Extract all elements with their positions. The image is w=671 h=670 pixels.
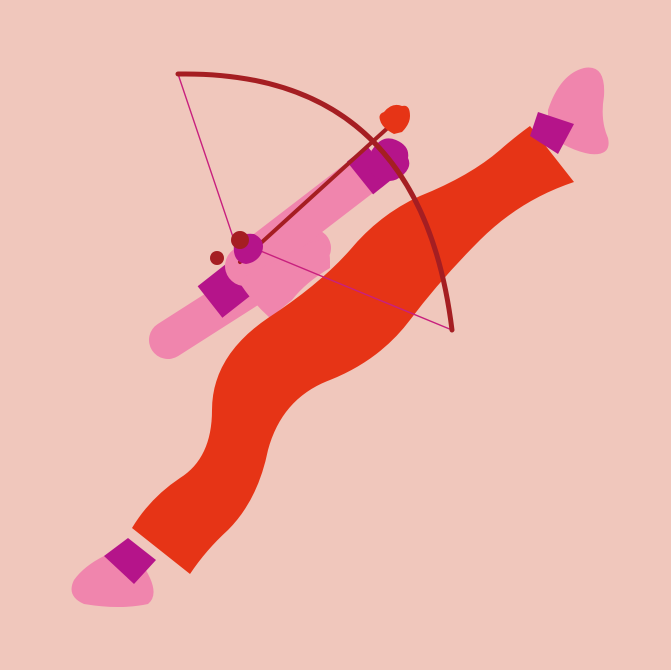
top-leg-end [530,67,609,155]
bow [175,71,455,333]
arrow [238,104,410,264]
arrow-shaft [238,122,394,264]
bottom-cuff [104,538,156,584]
hair-bun [231,231,249,249]
bottom-leg-end [71,538,156,607]
back-arm-cuff [197,264,251,318]
torso-connector [238,240,330,318]
wavy-body [132,126,574,574]
top-cuff [530,112,574,154]
arrow-heart-tip [379,104,410,134]
front-arm-limb [225,150,390,286]
drawing-hand [210,231,263,265]
hair-bun-small [210,251,224,265]
